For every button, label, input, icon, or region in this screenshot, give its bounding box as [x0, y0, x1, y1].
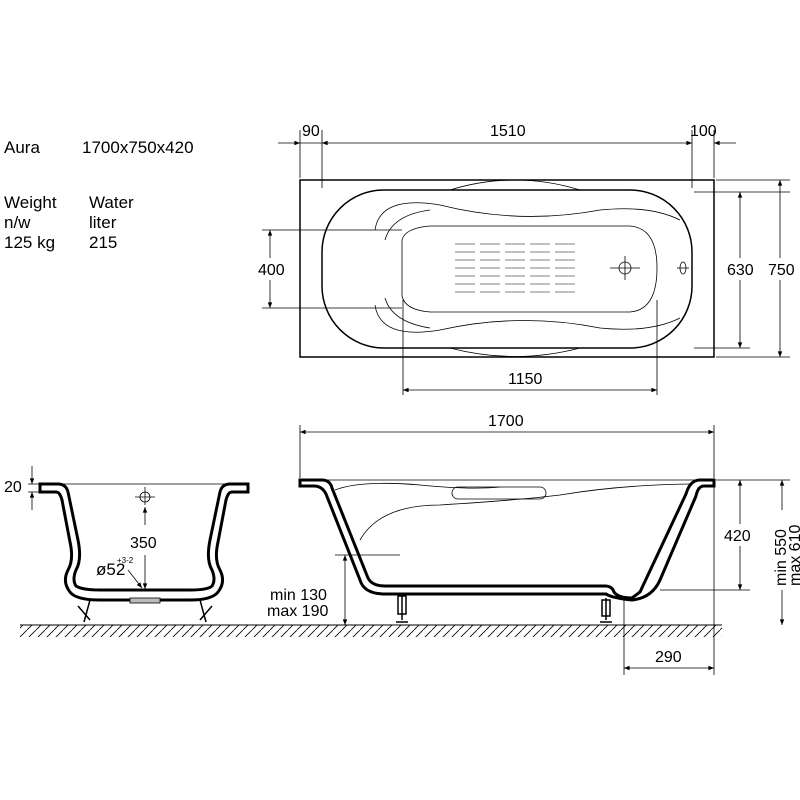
overflow-icon [135, 487, 155, 505]
leg-left [396, 594, 408, 623]
tub-bottom [401, 225, 658, 313]
dim-length: 1700 [488, 413, 524, 430]
tub-inner-basin [321, 189, 693, 349]
dim-inner-width: 630 [727, 262, 754, 279]
dim-rim: 20 [4, 479, 22, 496]
dim-inner-length: 1510 [490, 123, 526, 140]
model-size: 1700x750x420 [82, 138, 194, 157]
tub-side-profile [298, 478, 716, 602]
leg-right [600, 598, 612, 623]
top-view: 90 1510 100 630 750 400 1150 [256, 123, 798, 395]
drain-tolerance: +3-2 [117, 556, 134, 565]
weight-value: 125 kg [4, 233, 56, 252]
water-column: Water liter 215 [89, 193, 134, 253]
dim-depth: 420 [724, 528, 751, 545]
floor [20, 624, 722, 637]
dim-leg-min: min 130 [270, 587, 327, 604]
dim-left-gap: 90 [302, 123, 320, 140]
model-name: Aura [4, 138, 40, 157]
side-view: 1700 420 min 550 max 610 min 130 max 190… [267, 413, 800, 675]
water-label: Water [89, 193, 134, 212]
weight-label: Weight [4, 193, 57, 212]
dim-total-max: max 610 [787, 525, 800, 586]
water-unit: liter [89, 213, 117, 232]
legs [77, 599, 213, 623]
tub-outer-rim [299, 179, 715, 358]
dim-drain-offset: 290 [655, 649, 682, 666]
dim-right-gap: 100 [690, 123, 717, 140]
weight-column: Weight n/w 125 kg [4, 193, 57, 253]
dim-total-min: min 550 [773, 529, 790, 586]
dim-bottom-length: 1150 [508, 371, 543, 388]
drain-icon [610, 256, 640, 280]
dim-drain-height: 350 [130, 535, 157, 552]
overflow-icon [677, 261, 689, 275]
dim-outer-width: 750 [768, 262, 795, 279]
end-view: 350 ø52 +3-2 20 [4, 466, 250, 623]
dim-headrest: 400 [258, 262, 285, 279]
drain-diameter: ø52 [96, 560, 125, 579]
anti-slip-pattern [455, 243, 575, 293]
dim-leg-max: max 190 [267, 603, 328, 620]
water-value: 215 [89, 233, 118, 252]
weight-sub-label: n/w [4, 213, 31, 232]
